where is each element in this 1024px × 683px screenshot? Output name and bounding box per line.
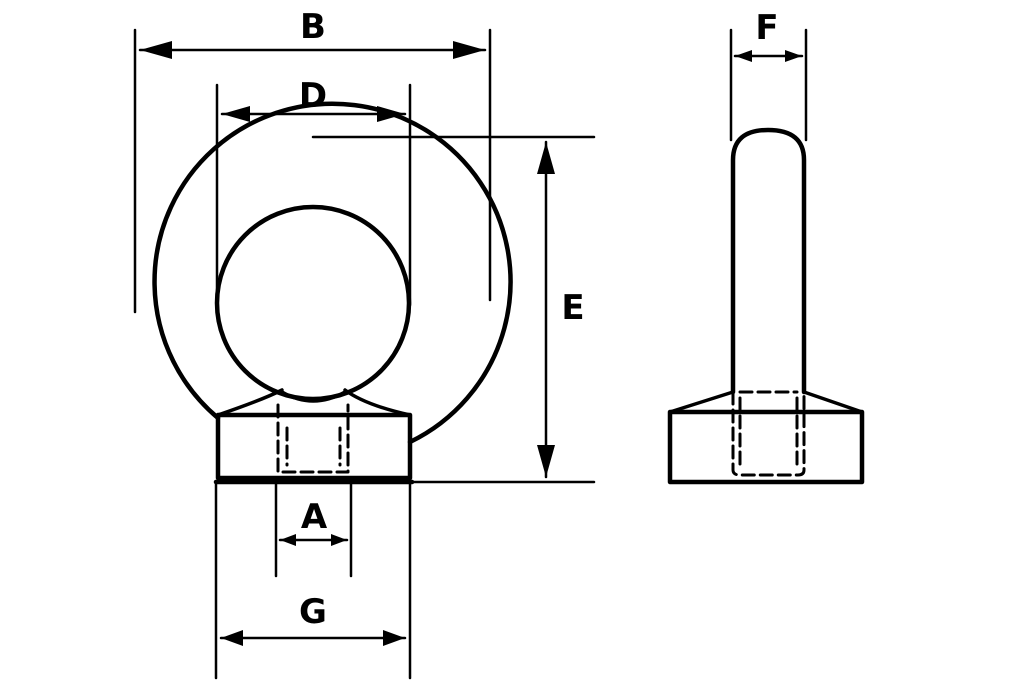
hidden-thread <box>276 403 350 474</box>
label-f: F <box>755 8 778 48</box>
front-view: B D E A G <box>133 7 596 680</box>
side-ring-profile <box>730 127 807 395</box>
side-hidden-thread <box>731 390 806 477</box>
side-view: F <box>667 8 865 485</box>
label-e: E <box>561 288 584 328</box>
side-nut-base <box>667 409 865 485</box>
label-b: B <box>300 7 326 47</box>
ring-neck <box>280 390 347 403</box>
dimension-b: B <box>138 7 487 59</box>
label-a: A <box>301 497 328 537</box>
dimension-d: D <box>220 76 407 122</box>
outer-ring <box>152 101 513 445</box>
label-d: D <box>299 76 327 116</box>
nut-base <box>215 412 413 481</box>
dimension-e: E <box>537 140 585 479</box>
dimension-a: A <box>278 497 349 546</box>
side-hidden-thread-inner <box>738 390 799 470</box>
dimension-f: F <box>733 8 804 62</box>
label-g: G <box>299 592 327 632</box>
side-shoulder <box>668 390 864 414</box>
inner-ring-hole <box>214 204 412 402</box>
dimension-g: G <box>219 592 407 646</box>
hidden-thread-inner <box>285 426 342 467</box>
